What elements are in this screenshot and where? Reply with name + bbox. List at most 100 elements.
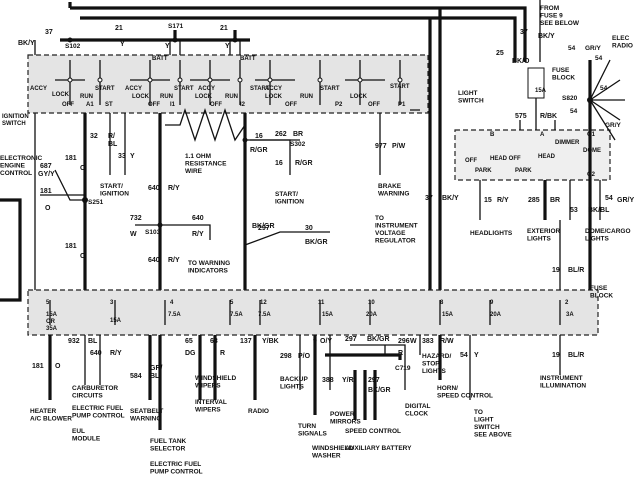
accy2: ACCY [125,86,142,92]
bk-y-right: BK/Y [538,33,555,40]
y3-label: Y [225,43,230,50]
out-wire-584: 584 [130,373,142,380]
wire-37-mid: 37 [425,195,433,202]
ls-park1: PARK [475,168,492,174]
y1-label: Y [120,41,125,48]
middle-wires [0,107,381,302]
gy-y-label: GY/Y [38,171,55,178]
fuse-12-amp: 7.5A [258,312,271,318]
run1: RUN [80,94,93,100]
fuse-8: 8 [440,300,444,306]
br-label: BR [293,131,303,138]
wire-25: 25 [496,50,504,57]
out-wire-137: 137 [240,338,252,345]
fuse-elements [49,300,561,325]
out-bk-gr: BK/GR [367,336,390,343]
s302-label: S302 [290,141,306,148]
out-wire-63: 63 [210,338,218,345]
r-bk-label: R/BK [540,113,557,120]
out-wire-65: 65 [185,338,193,345]
fuse-3-amp: 15A [110,318,122,324]
out-y-r: Y/R [342,377,354,384]
st: ST [105,102,113,108]
out-y: Y [474,352,479,359]
batt1-label: BATT [152,56,168,62]
out-r-w: R/W [440,338,454,345]
i2: I2 [240,102,246,108]
r-y-a: R/Y [168,185,180,192]
wire-16a: 16 [255,133,263,140]
fuse-12: 12 [260,300,267,306]
ls-park2: PARK [515,168,532,174]
wire-181c: 181 [65,243,77,250]
out-r2: R [398,350,403,357]
p2: P2 [335,102,343,108]
start-ign-left: START/IGNITION [100,183,129,197]
out-wire-297: 297 [345,336,357,343]
headlights-label: HEADLIGHTS [470,230,513,237]
off1: OFF [62,102,74,108]
a1: A1 [86,102,94,108]
fuse-10: 10 [368,300,375,306]
out-wire-298: 298 [280,353,292,360]
accy3: ACCY [198,86,215,92]
accy-left: ACCY [30,86,47,92]
s171-label: S171 [168,23,184,30]
fuse-2: 2 [565,300,569,306]
ls-off: OFF [465,158,477,164]
w-label: W [130,231,137,238]
out-y-bk: Y/BK [262,338,279,345]
start-ign-right: START/IGNITION [275,191,304,205]
fuse-5b-amp: 7.5A [230,312,243,318]
bk-gr-b: BK/GR [305,239,328,246]
off4: OFF [285,102,297,108]
wire-640b: 640 [192,215,204,222]
ls-r-y: R/Y [497,197,509,204]
accy4: ACCY [265,86,282,92]
off2: OFF [148,102,160,108]
wire-37-top: 37 [45,29,53,36]
bk-bl-label: BK/BL [588,207,610,214]
wire-181a: 181 [65,155,77,162]
wire-687: 687 [40,163,52,170]
out-wire-181: 181 [32,363,44,370]
wire-15: 15 [484,197,492,204]
wire-977: 977 [375,143,387,150]
ls-o1: O1 [587,132,596,138]
out-o: O [55,363,61,370]
wire-54c: 54 [570,108,578,115]
off5: OFF [368,102,380,108]
lock5: LOCK [350,94,368,100]
fuse-11: 11 [318,300,325,306]
start1: START [95,86,115,92]
run4: RUN [300,94,313,100]
horn-label: HORN/SPEED CONTROL [437,385,493,399]
out-gr-bl: GR/BL [150,365,163,380]
aux-battery-label: AUXILIARY BATTERY [345,445,412,452]
wire-21b: 21 [220,25,228,32]
ls-15a: 15A [535,88,547,94]
start3: START [250,86,270,92]
ls-br: BR [550,197,560,204]
fuse-11-amp: 15A [322,312,334,318]
out-wire-19: 19 [552,352,560,359]
lock3: LOCK [195,94,213,100]
gr-y-b: GR/Y [617,197,634,204]
wire-732: 732 [130,215,142,222]
